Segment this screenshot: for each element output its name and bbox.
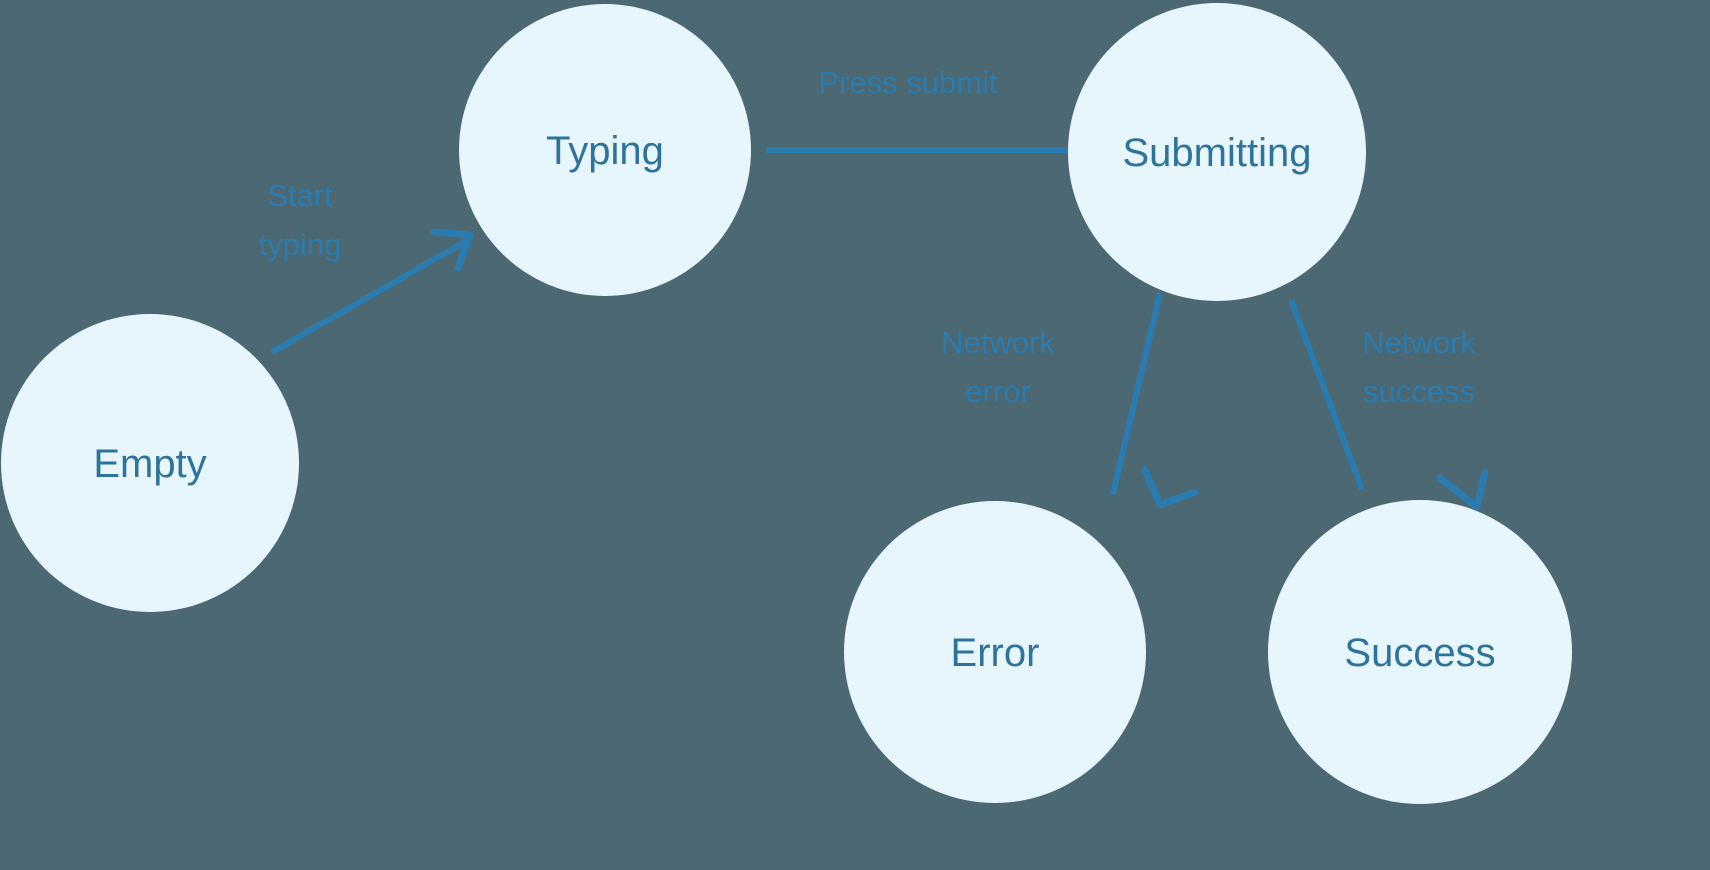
edge-label-start-typing-line-1: Start <box>267 178 333 213</box>
edge-empty-to-typing-line <box>270 237 470 355</box>
state-node-typing[interactable]: Typing <box>459 4 751 296</box>
state-node-success[interactable]: Success <box>1268 500 1572 804</box>
edge-label-network-success: Network success <box>1362 325 1476 409</box>
state-node-typing-label: Typing <box>546 129 664 173</box>
edge-submitting-to-success-line <box>1288 298 1365 491</box>
edge-label-press-submit: Press submit <box>818 65 998 100</box>
edge-label-network-success-line-1: Network <box>1362 325 1476 360</box>
edge-label-network-error-line-1: Network <box>941 325 1055 360</box>
state-node-submitting-circle[interactable] <box>1068 3 1366 301</box>
state-node-error[interactable]: Error <box>844 501 1146 803</box>
edge-submitting-to-error <box>1109 292 1199 509</box>
edge-empty-to-typing-arrowhead <box>430 228 474 272</box>
edge-submitting-to-success <box>1288 298 1489 511</box>
edge-label-network-success-line-2: success <box>1363 374 1475 409</box>
edge-label-network-error-line-2: error <box>965 374 1030 409</box>
edge-label-press-submit-line-1: Press submit <box>818 65 998 100</box>
edge-label-start-typing-line-2: typing <box>259 227 342 262</box>
edge-submitting-to-error-line <box>1109 292 1163 496</box>
edge-empty-to-typing <box>270 228 474 355</box>
state-node-submitting[interactable]: Submitting <box>1068 3 1366 301</box>
state-node-error-label: Error <box>951 631 1040 675</box>
state-node-success-label: Success <box>1344 631 1495 675</box>
state-node-success-circle[interactable] <box>1268 500 1572 804</box>
edge-submitting-to-error-arrowhead <box>1141 466 1199 509</box>
state-node-typing-circle[interactable] <box>459 4 751 296</box>
state-node-empty[interactable]: Empty <box>1 314 299 612</box>
state-node-empty-circle[interactable] <box>1 314 299 612</box>
state-node-error-circle[interactable] <box>844 501 1146 803</box>
edge-submitting-to-success-arrowhead <box>1436 468 1489 511</box>
state-node-empty-label: Empty <box>93 442 206 486</box>
edge-label-start-typing: Start typing <box>259 178 342 262</box>
state-node-submitting-label: Submitting <box>1123 131 1312 175</box>
edge-label-network-error: Network error <box>941 325 1055 409</box>
